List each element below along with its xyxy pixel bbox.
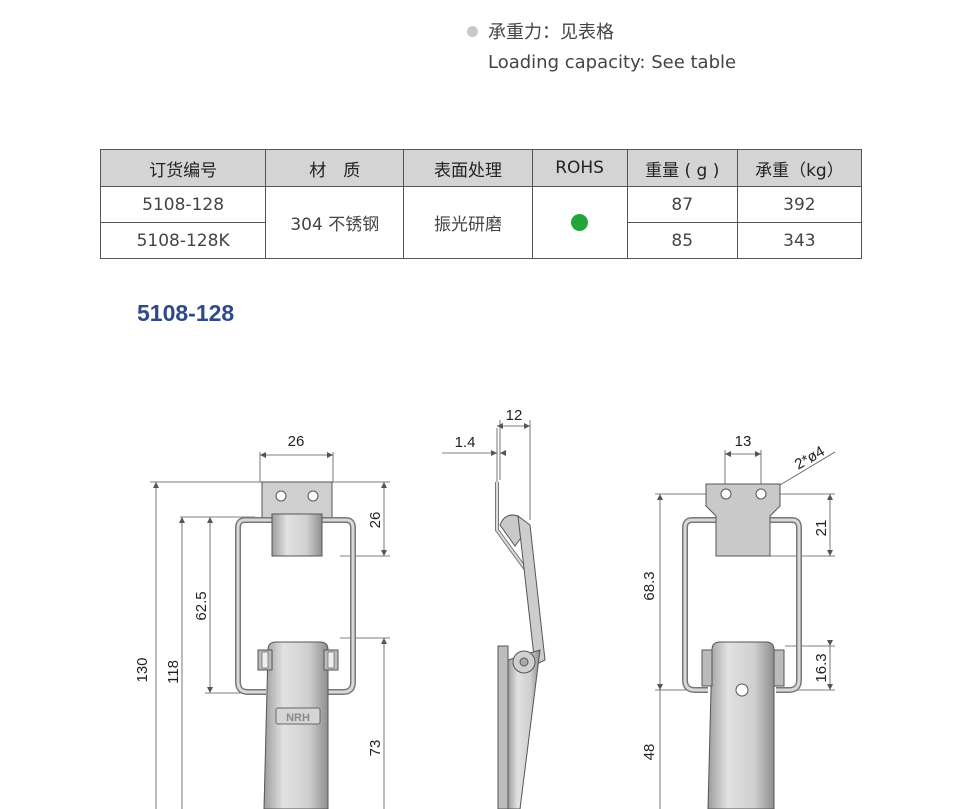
dim-hinge-height: 16.3 [813,653,830,682]
cell-code: 5108-128K [99,222,267,259]
rohs-dot-icon [571,214,589,231]
dim-lower-height: 73 [367,740,384,757]
cell-weight: 87 [626,186,738,223]
dim-lower-height-back: 48 [641,744,658,761]
header-load: 承重（kg） [736,149,863,187]
side-view: 12 1.4 [442,407,546,809]
front-view: 26 26 62.5 118 130 73 NRH [134,433,390,809]
cell-weight: 85 [626,222,738,259]
header-weight: 重量 ( g ) [626,149,738,187]
header-finish: 表面处理 [403,149,533,187]
table-header-row: 订货编号 材 质 表面处理 ROHS 重量 ( g ) 承重（kg） [99,149,863,187]
dim-top-width: 26 [288,433,305,450]
dim-loop-height: 62.5 [193,591,210,620]
bullet-icon [467,26,478,37]
cell-load: 392 [736,186,863,223]
dim-thickness: 1.4 [455,434,476,451]
model-title: 5108-128 [137,300,235,326]
dim-plate-height: 21 [813,520,830,537]
dim-inner-height: 118 [165,660,182,684]
dim-hole-spacing: 13 [735,433,752,450]
spec-table: 订货编号 材 质 表面处理 ROHS 重量 ( g ) 承重（kg） 5108-… [99,149,863,259]
cell-load: 343 [736,222,863,259]
header-order-code: 订货编号 [99,149,267,187]
back-view: 13 2*ø4 21 68.3 16.3 48 [641,433,836,809]
load-capacity-zh: 承重力：见表格 [488,22,614,43]
table-row: 5108-128K 85 343 [99,222,863,259]
header-rohs: ROHS [531,149,628,187]
load-capacity-en: Loading capacity: See table [488,52,737,73]
cell-code: 5108-128 [99,186,267,223]
dim-loop-height-back: 68.3 [641,571,658,600]
dim-holes: 2*ø4 [792,443,828,474]
cell-rohs [531,186,628,259]
brand-logo: NRH [286,712,310,724]
dim-hole-height: 26 [367,512,384,529]
table-row: 5108-128 304 不锈钢 振光研磨 87 392 [99,186,863,259]
dim-total-height: 130 [134,657,151,682]
dim-depth: 12 [506,407,523,424]
cell-material: 304 不锈钢 [265,186,405,259]
